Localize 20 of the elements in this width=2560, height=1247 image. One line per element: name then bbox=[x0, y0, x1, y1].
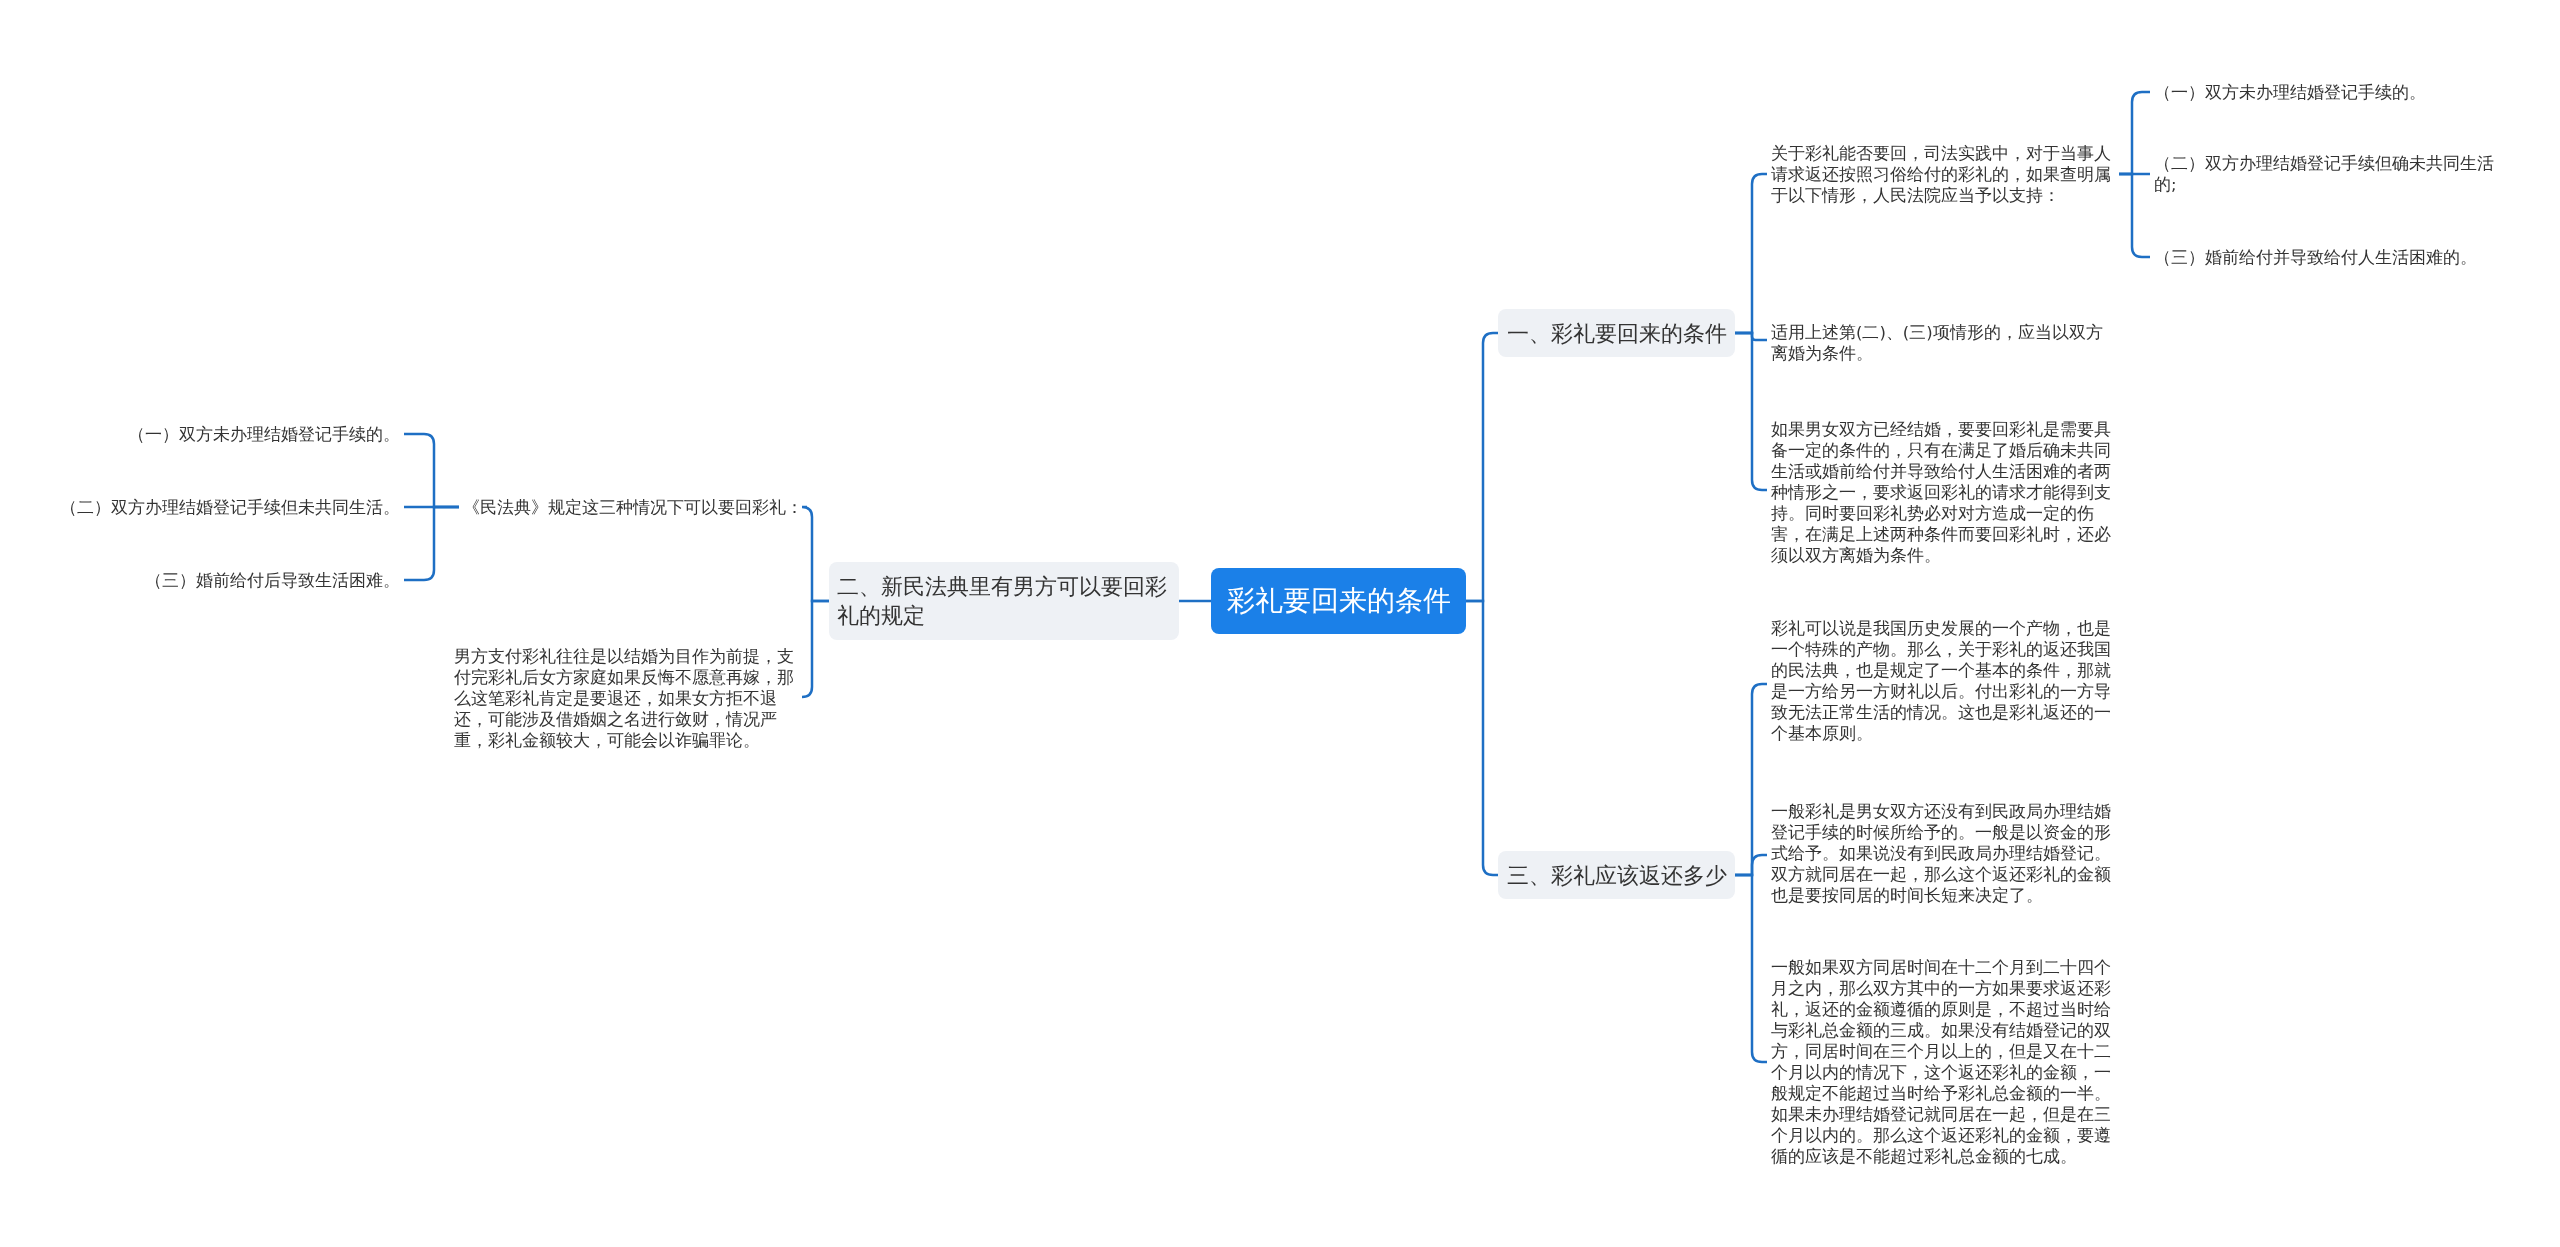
connector-line bbox=[800, 599, 829, 699]
topic-box: 二、新民法典里有男方可以要回彩礼的规定 bbox=[829, 562, 1179, 640]
leaf-text: 关于彩礼能否要回，司法实践中，对于当事人请求返还按照习俗给付的彩礼的，如果查明属于以下情形，人民法院应当予以支持： bbox=[1767, 142, 2119, 206]
topic-box: 三、彩礼应该返还多少 bbox=[1498, 851, 1735, 899]
leaf-text: （一）双方未办理结婚登记手续的。 bbox=[124, 423, 404, 445]
connector-line bbox=[1179, 599, 1211, 603]
leaf-text: 男方支付彩礼往往是以结婚为目作为前提，支付完彩礼后女方家庭如果反悔不愿意再嫁，那么这笔彩礼肯定是要退还，如果女方拒不退还，可能涉及借婚姻之名进行敛财，情况严重，彩礼金额较大，可能会以诈骗罪论。 bbox=[450, 646, 802, 751]
leaf-text: （三）婚前给付后导致生活困难。 bbox=[141, 569, 404, 591]
leaf-text: （一）双方未办理结婚登记手续的。 bbox=[2150, 81, 2430, 103]
leaf-text: 彩礼可以说是我国历史发展的一个产物，也是一个特殊的产物。那么，关于彩礼的返还我国的民法典，也是规定了一个基本的条件，那就是一方给另一方财礼以后。付出彩礼的一方导致无法正常生活的情况。这也是彩礼返还的一个基本原则。 bbox=[1767, 618, 2119, 744]
leaf-text: （三）婚前给付并导致给付人生活困难的。 bbox=[2150, 246, 2481, 268]
leaf-text: 如果男女双方已经结婚，要要回彩礼是需要具备一定的条件的，只有在满足了婚后确未共同生活或婚前给付并导致给付人生活困难的者两种情形之一，要求返回彩礼的请求才能得到支持。同时要回彩礼势必对对方造成一定的伤害，在满足上述两种条件而要回彩礼时，还必须以双方离婚为条件。 bbox=[1767, 418, 2119, 566]
leaf-text: （二）双方办理结婚登记手续但未共同生活。 bbox=[56, 496, 404, 518]
leaf-text: 一般如果双方同居时间在十二个月到二十四个月之内，那么双方其中的一方如果要求返还彩礼，返还的金额遵循的原则是，不超过当时给与彩礼总金额的三成。如果没有结婚登记的双方，同居时间在三个月以上的，但是又在十二个月以内的情况下，这个返还彩礼的金额，一般规定不能超过当时给予彩礼总金额的一半。如果未办理结婚登记就同居在一起，但是在三个月以内的。那么这个返还彩礼的金额，要遵循的应该是不能超过彩礼总金额的七成。 bbox=[1767, 957, 2119, 1167]
leaf-text: 适用上述第(二)、(三)项情形的，应当以双方离婚为条件。 bbox=[1767, 322, 2119, 364]
topic-box: 一、彩礼要回来的条件 bbox=[1498, 309, 1735, 357]
leaf-text: 《民法典》规定这三种情况下可以要回彩礼： bbox=[459, 496, 807, 518]
leaf-text: （二）双方办理结婚登记手续但确未共同生活的; bbox=[2150, 153, 2502, 195]
central-topic-box: 彩礼要回来的条件 bbox=[1211, 568, 1466, 634]
leaf-text: 一般彩礼是男女双方还没有到民政局办理结婚登记手续的时候所给予的。一般是以资金的形式给予。如果说没有到民政局办理结婚登记。双方就同居在一起，那么这个返还彩礼的金额也是要按同居的时间长短来决定了。 bbox=[1767, 801, 2119, 906]
